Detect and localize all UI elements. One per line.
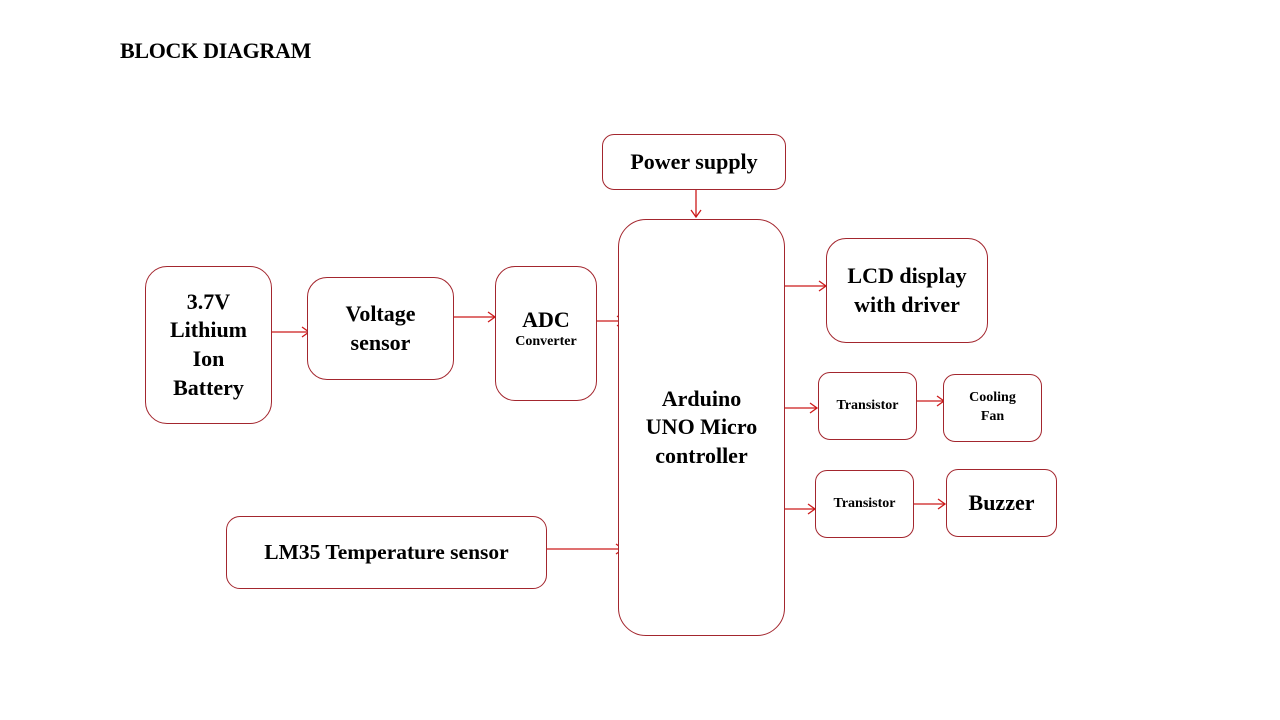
cooling-fan-label-line: Cooling (969, 390, 1016, 406)
power-supply-block: Power supply (602, 134, 786, 190)
lm35-block: LM35 Temperature sensor (226, 516, 547, 589)
buzzer-label: Buzzer (968, 489, 1035, 515)
lcd-label-line: with driver (854, 291, 960, 317)
battery-block: 3.7V Lithium Ion Battery (145, 266, 272, 424)
arduino-label-line: Arduino (661, 385, 742, 411)
battery-label-line: Ion (192, 346, 225, 371)
transistor-buzzer-block: Transistor (815, 470, 914, 538)
voltage-sensor-label-line: sensor (350, 329, 411, 355)
cooling-fan-block: Cooling Fan (943, 374, 1042, 442)
arrow-power-supply-to-arduino (690, 189, 702, 219)
battery-label-line: 3.7V (186, 288, 231, 314)
buzzer-block: Buzzer (946, 469, 1057, 537)
battery-label-line: Lithium (169, 317, 248, 343)
diagram-title: BLOCK DIAGRAM (120, 38, 312, 63)
lm35-label: LM35 Temperature sensor (264, 539, 509, 564)
arrow-battery-to-voltage-sensor (271, 326, 311, 338)
voltage-sensor-block: Voltage sensor (307, 277, 454, 380)
transistor-fan-block: Transistor (818, 372, 917, 440)
arrow-arduino-to-transistor-fan (784, 402, 819, 414)
arrow-lm35-to-arduino (546, 543, 625, 555)
cooling-fan-label-line: Fan (980, 409, 1005, 424)
voltage-sensor-label-line: Voltage (345, 300, 416, 326)
arduino-block: Arduino UNO Micro controller (618, 219, 785, 636)
arrow-arduino-to-transistor-buzzer (784, 503, 817, 515)
arrow-voltage-sensor-to-adc (453, 311, 497, 323)
power-supply-label: Power supply (630, 148, 758, 174)
arduino-label-line: controller (655, 442, 748, 468)
transistor-fan-label: Transistor (836, 397, 899, 413)
lcd-label-line: LCD display (847, 262, 967, 288)
battery-label-line: Battery (173, 374, 244, 400)
arrow-arduino-to-lcd (784, 280, 828, 292)
arduino-label-line: UNO Micro (645, 414, 758, 440)
adc-sublabel: Converter (515, 334, 577, 350)
arrow-transistor-to-buzzer (912, 498, 947, 510)
adc-label: ADC (522, 306, 570, 332)
transistor-buzzer-label: Transistor (833, 495, 896, 511)
adc-block: ADC Converter (495, 266, 597, 401)
arrow-transistor-to-cooling-fan (914, 395, 946, 407)
lcd-block: LCD display with driver (826, 238, 988, 343)
